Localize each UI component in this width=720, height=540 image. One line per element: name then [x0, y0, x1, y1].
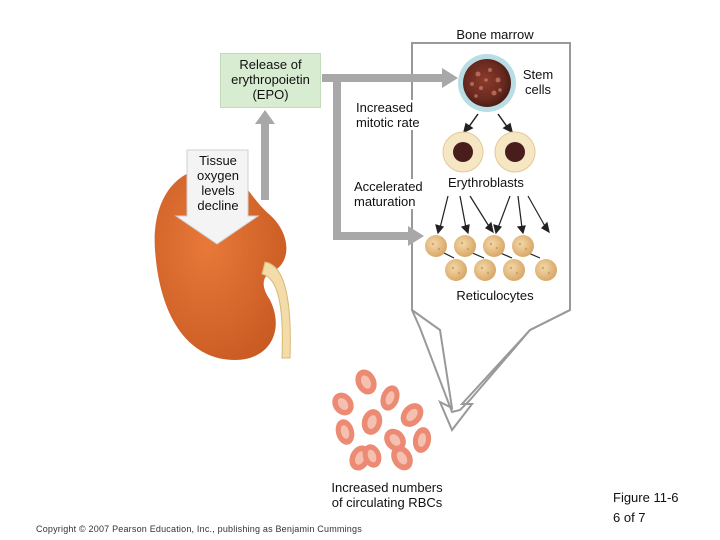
increased-rbcs-label: Increased numbers of circulating RBCs: [331, 480, 443, 510]
reticulocyte: [425, 235, 447, 257]
copyright-text: Copyright © 2007 Pearson Education, Inc.…: [36, 524, 362, 534]
rbc: [332, 392, 354, 416]
rbc: [361, 409, 383, 435]
tissue-oxygen-label: Tissue oxygen levels decline: [197, 153, 239, 213]
rbc: [400, 403, 424, 427]
reticulocyte: [454, 235, 476, 257]
erythroblasts-label: Erythroblasts: [448, 175, 524, 190]
increased-mitotic-label: Increased mitotic rate: [356, 100, 446, 130]
reticulocyte: [445, 259, 467, 281]
reticulocytes-group: [425, 235, 557, 281]
page-indicator: 6 of 7: [613, 510, 646, 525]
rbc: [384, 428, 406, 452]
erythroblast-1: [442, 131, 484, 173]
reticulocyte: [512, 235, 534, 257]
stem-cell: [458, 54, 516, 112]
reticulocyte: [483, 235, 505, 257]
kidney-to-epo-arrowhead: [255, 110, 275, 124]
maturation-arrowhead: [408, 226, 424, 246]
epo-trunk-arrow: [333, 78, 410, 240]
reticulocyte: [535, 259, 557, 281]
rbc: [355, 369, 377, 395]
stem-to-erythroblast-arrows: [462, 113, 514, 134]
rbc: [335, 419, 355, 445]
erythroblast-to-reticulocyte-arrows: [435, 195, 550, 259]
figure-number: Figure 11-6: [613, 490, 679, 505]
reticulocytes-label: Reticulocytes: [456, 288, 534, 303]
rbc: [391, 445, 413, 471]
bone-marrow-label: Bone marrow: [456, 27, 534, 42]
release-epo-box: Release of erythropoietin (EPO): [220, 53, 321, 108]
reticulocyte: [503, 259, 525, 281]
stem-cells-label: Stem cells: [522, 67, 554, 97]
epo-to-marrow-arrowhead: [442, 68, 458, 88]
rbc: [380, 385, 400, 411]
rbc: [412, 427, 432, 453]
release-arrow-outline: [411, 309, 571, 432]
reticulocyte: [474, 259, 496, 281]
rbc: [362, 444, 382, 468]
accelerated-maturation-label: Accelerated maturation: [354, 179, 444, 209]
erythroblast-2: [494, 131, 536, 173]
circulating-rbcs: [332, 369, 432, 471]
tissue-oxygen-arrow: [174, 149, 260, 245]
